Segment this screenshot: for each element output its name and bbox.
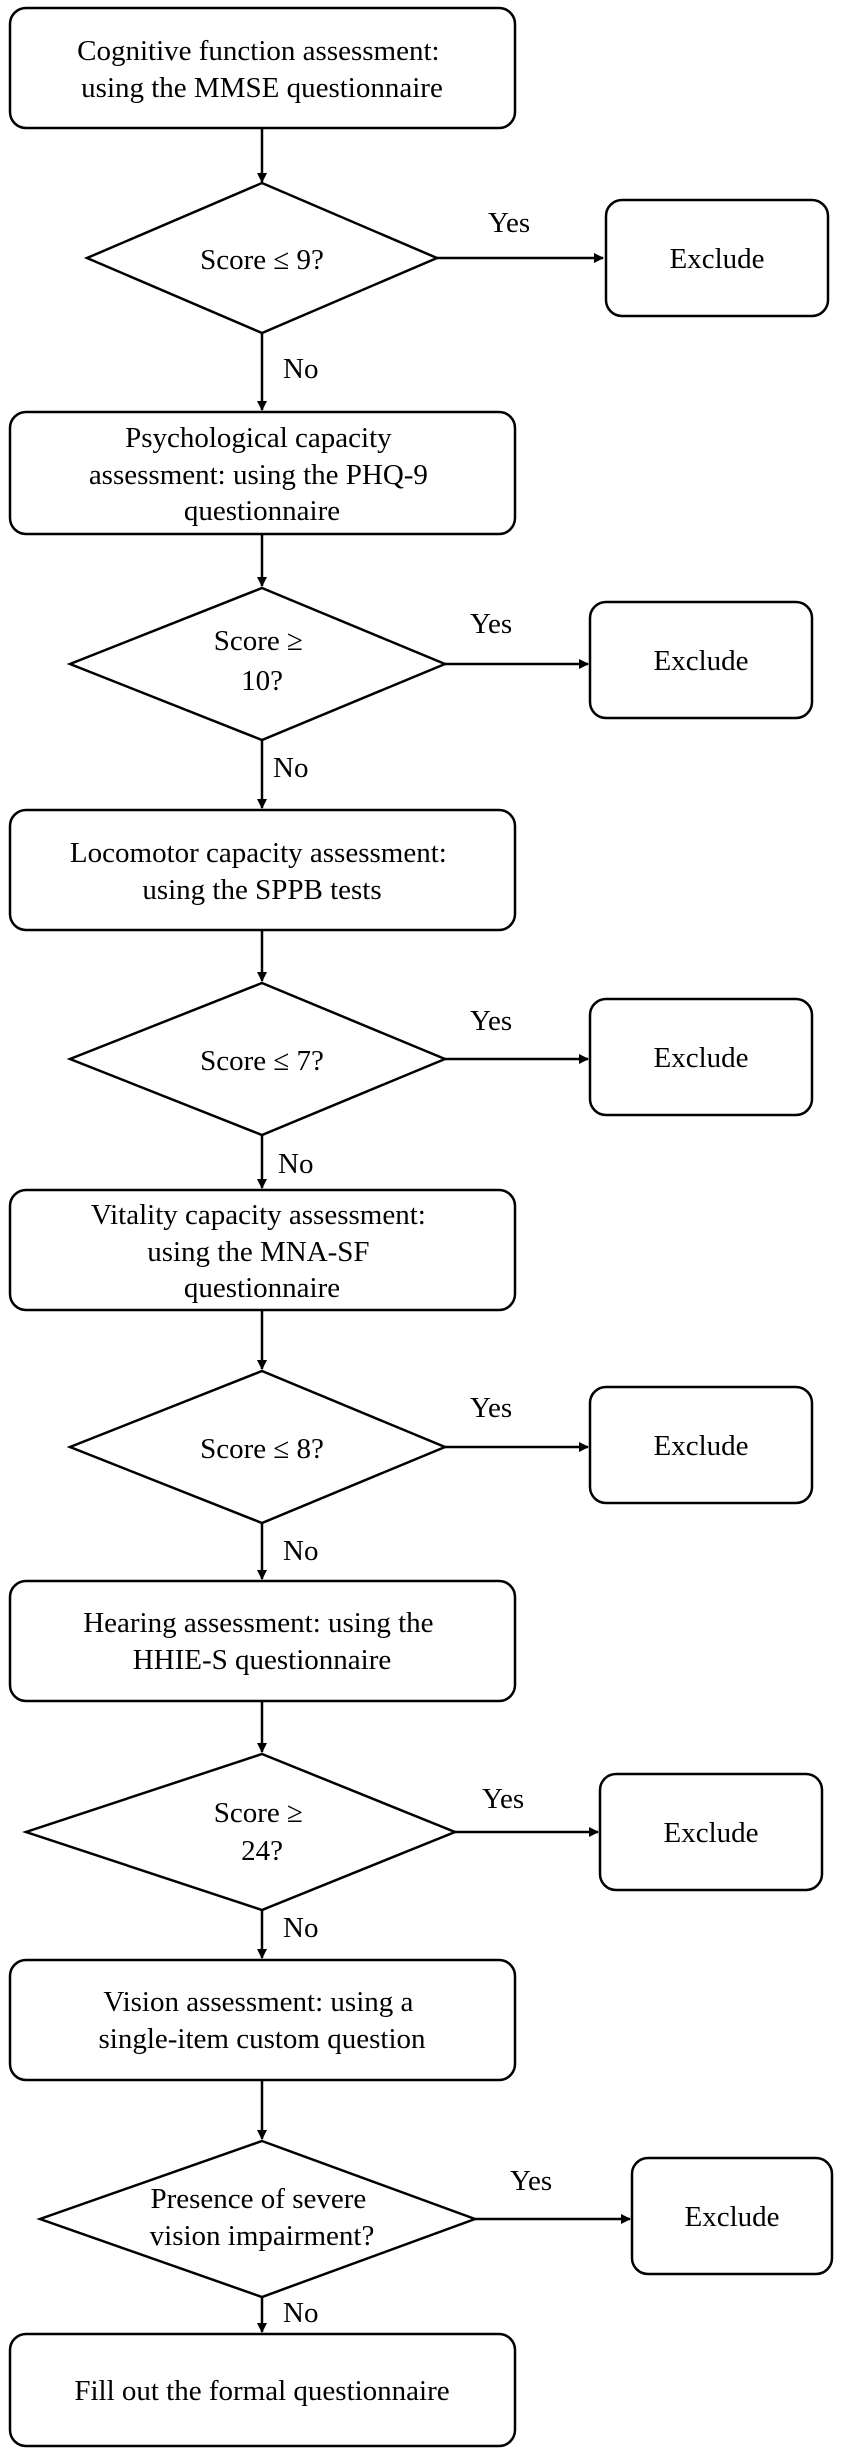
exclude-box-5 bbox=[598, 1772, 824, 1892]
final-box bbox=[8, 2332, 517, 2448]
exclude-box-1 bbox=[604, 198, 830, 318]
exclude-text-3: Exclude bbox=[653, 1042, 748, 1074]
assessment-box-1 bbox=[8, 6, 517, 130]
assessment-text-4: Vitality capacity assessment: using the … bbox=[91, 1199, 433, 1304]
exclude-box-6 bbox=[630, 2156, 834, 2276]
assessment-box-3 bbox=[8, 808, 517, 932]
decision-diamond-2 bbox=[66, 586, 449, 742]
assessment-text-2: Psychological capacity assessment: using… bbox=[89, 422, 435, 527]
exclude-text-5: Exclude bbox=[663, 1817, 758, 1849]
no-label-6: No bbox=[283, 2297, 318, 2329]
decision-text-4: Score ≤ 8? bbox=[200, 1433, 324, 1465]
yes-label-3: Yes bbox=[470, 1005, 512, 1037]
exclude-box-2 bbox=[588, 600, 814, 720]
yes-label-6: Yes bbox=[510, 2165, 552, 2197]
assessment-text-5: Hearing assessment: using the HHIE-S que… bbox=[83, 1607, 441, 1676]
decision-text-2: Score ≥ 10? bbox=[214, 625, 310, 697]
no-label-5: No bbox=[283, 1912, 318, 1944]
assessment-box-6 bbox=[8, 1958, 517, 2082]
assessment-text-1: Cognitive function assessment: using the… bbox=[77, 35, 447, 104]
step-3: Locomotor capacity assessment: using the… bbox=[8, 808, 814, 1189]
exclude-text-2: Exclude bbox=[653, 645, 748, 677]
decision-text-5: Score ≥ 24? bbox=[214, 1797, 310, 1867]
no-label-3: No bbox=[278, 1148, 313, 1180]
assessment-text-3: Locomotor capacity assessment: using the… bbox=[70, 837, 454, 906]
no-label-4: No bbox=[283, 1535, 318, 1567]
exclude-box-4 bbox=[588, 1385, 814, 1505]
step-2: Psychological capacity assessment: using… bbox=[8, 410, 814, 809]
exclude-text-1: Exclude bbox=[669, 243, 764, 275]
exclude-text-4: Exclude bbox=[653, 1430, 748, 1462]
step-5: Hearing assessment: using the HHIE-S que… bbox=[8, 1579, 824, 1959]
step-6: Vision assessment: using a single-item c… bbox=[8, 1958, 834, 2333]
step-1: Cognitive function assessment: using the… bbox=[8, 6, 830, 411]
decision-text-1: Score ≤ 9? bbox=[200, 244, 324, 276]
assessment-box-5 bbox=[8, 1579, 517, 1703]
no-label-2: No bbox=[273, 752, 308, 784]
exclude-box-3 bbox=[588, 997, 814, 1117]
yes-label-5: Yes bbox=[482, 1783, 524, 1815]
yes-label-1: Yes bbox=[488, 207, 530, 239]
step-4: Vitality capacity assessment: using the … bbox=[8, 1188, 814, 1580]
decision-text-3: Score ≤ 7? bbox=[200, 1045, 324, 1077]
decision-text-6: Presence of severe vision impairment? bbox=[150, 2183, 375, 2252]
yes-label-4: Yes bbox=[470, 1392, 512, 1424]
assessment-text-6: Vision assessment: using a single-item c… bbox=[98, 1986, 426, 2055]
final-text: Fill out the formal questionnaire bbox=[74, 2375, 449, 2407]
decision-diamond-5 bbox=[22, 1752, 459, 1912]
exclude-text-6: Exclude bbox=[684, 2201, 779, 2233]
decision-diamond-6 bbox=[36, 2139, 479, 2299]
yes-label-2: Yes bbox=[470, 608, 512, 640]
no-label-1: No bbox=[283, 353, 318, 385]
